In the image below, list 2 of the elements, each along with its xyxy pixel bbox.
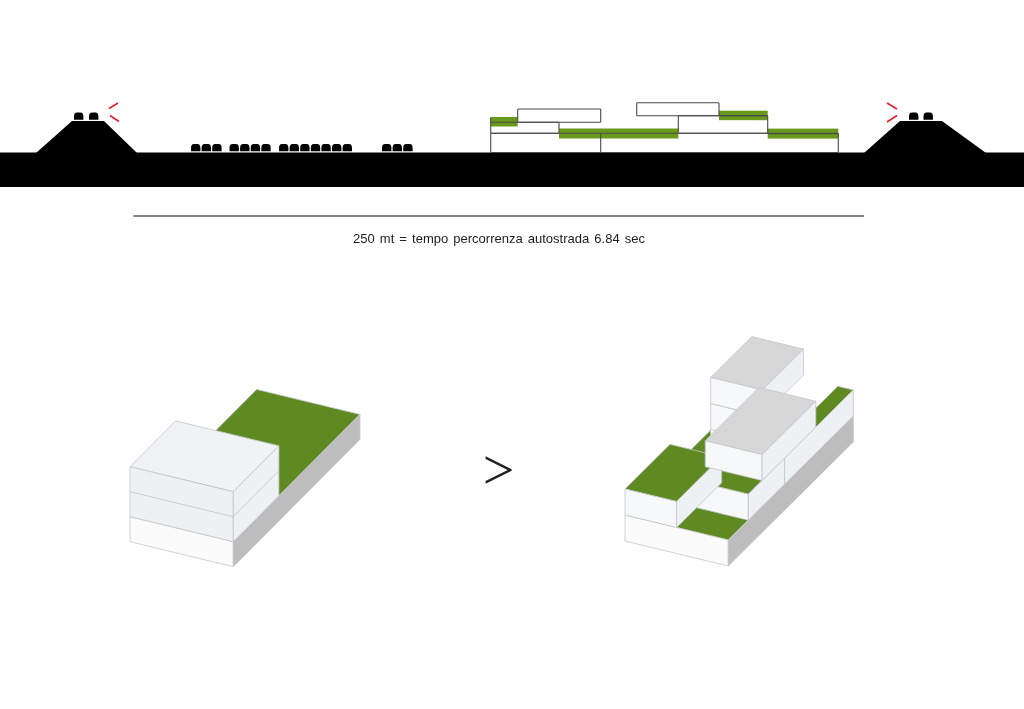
greater-than-sign: > (482, 455, 515, 485)
scale-label: 250 mt = tempo percorrenza autostrada 6.84 sec (353, 231, 645, 247)
